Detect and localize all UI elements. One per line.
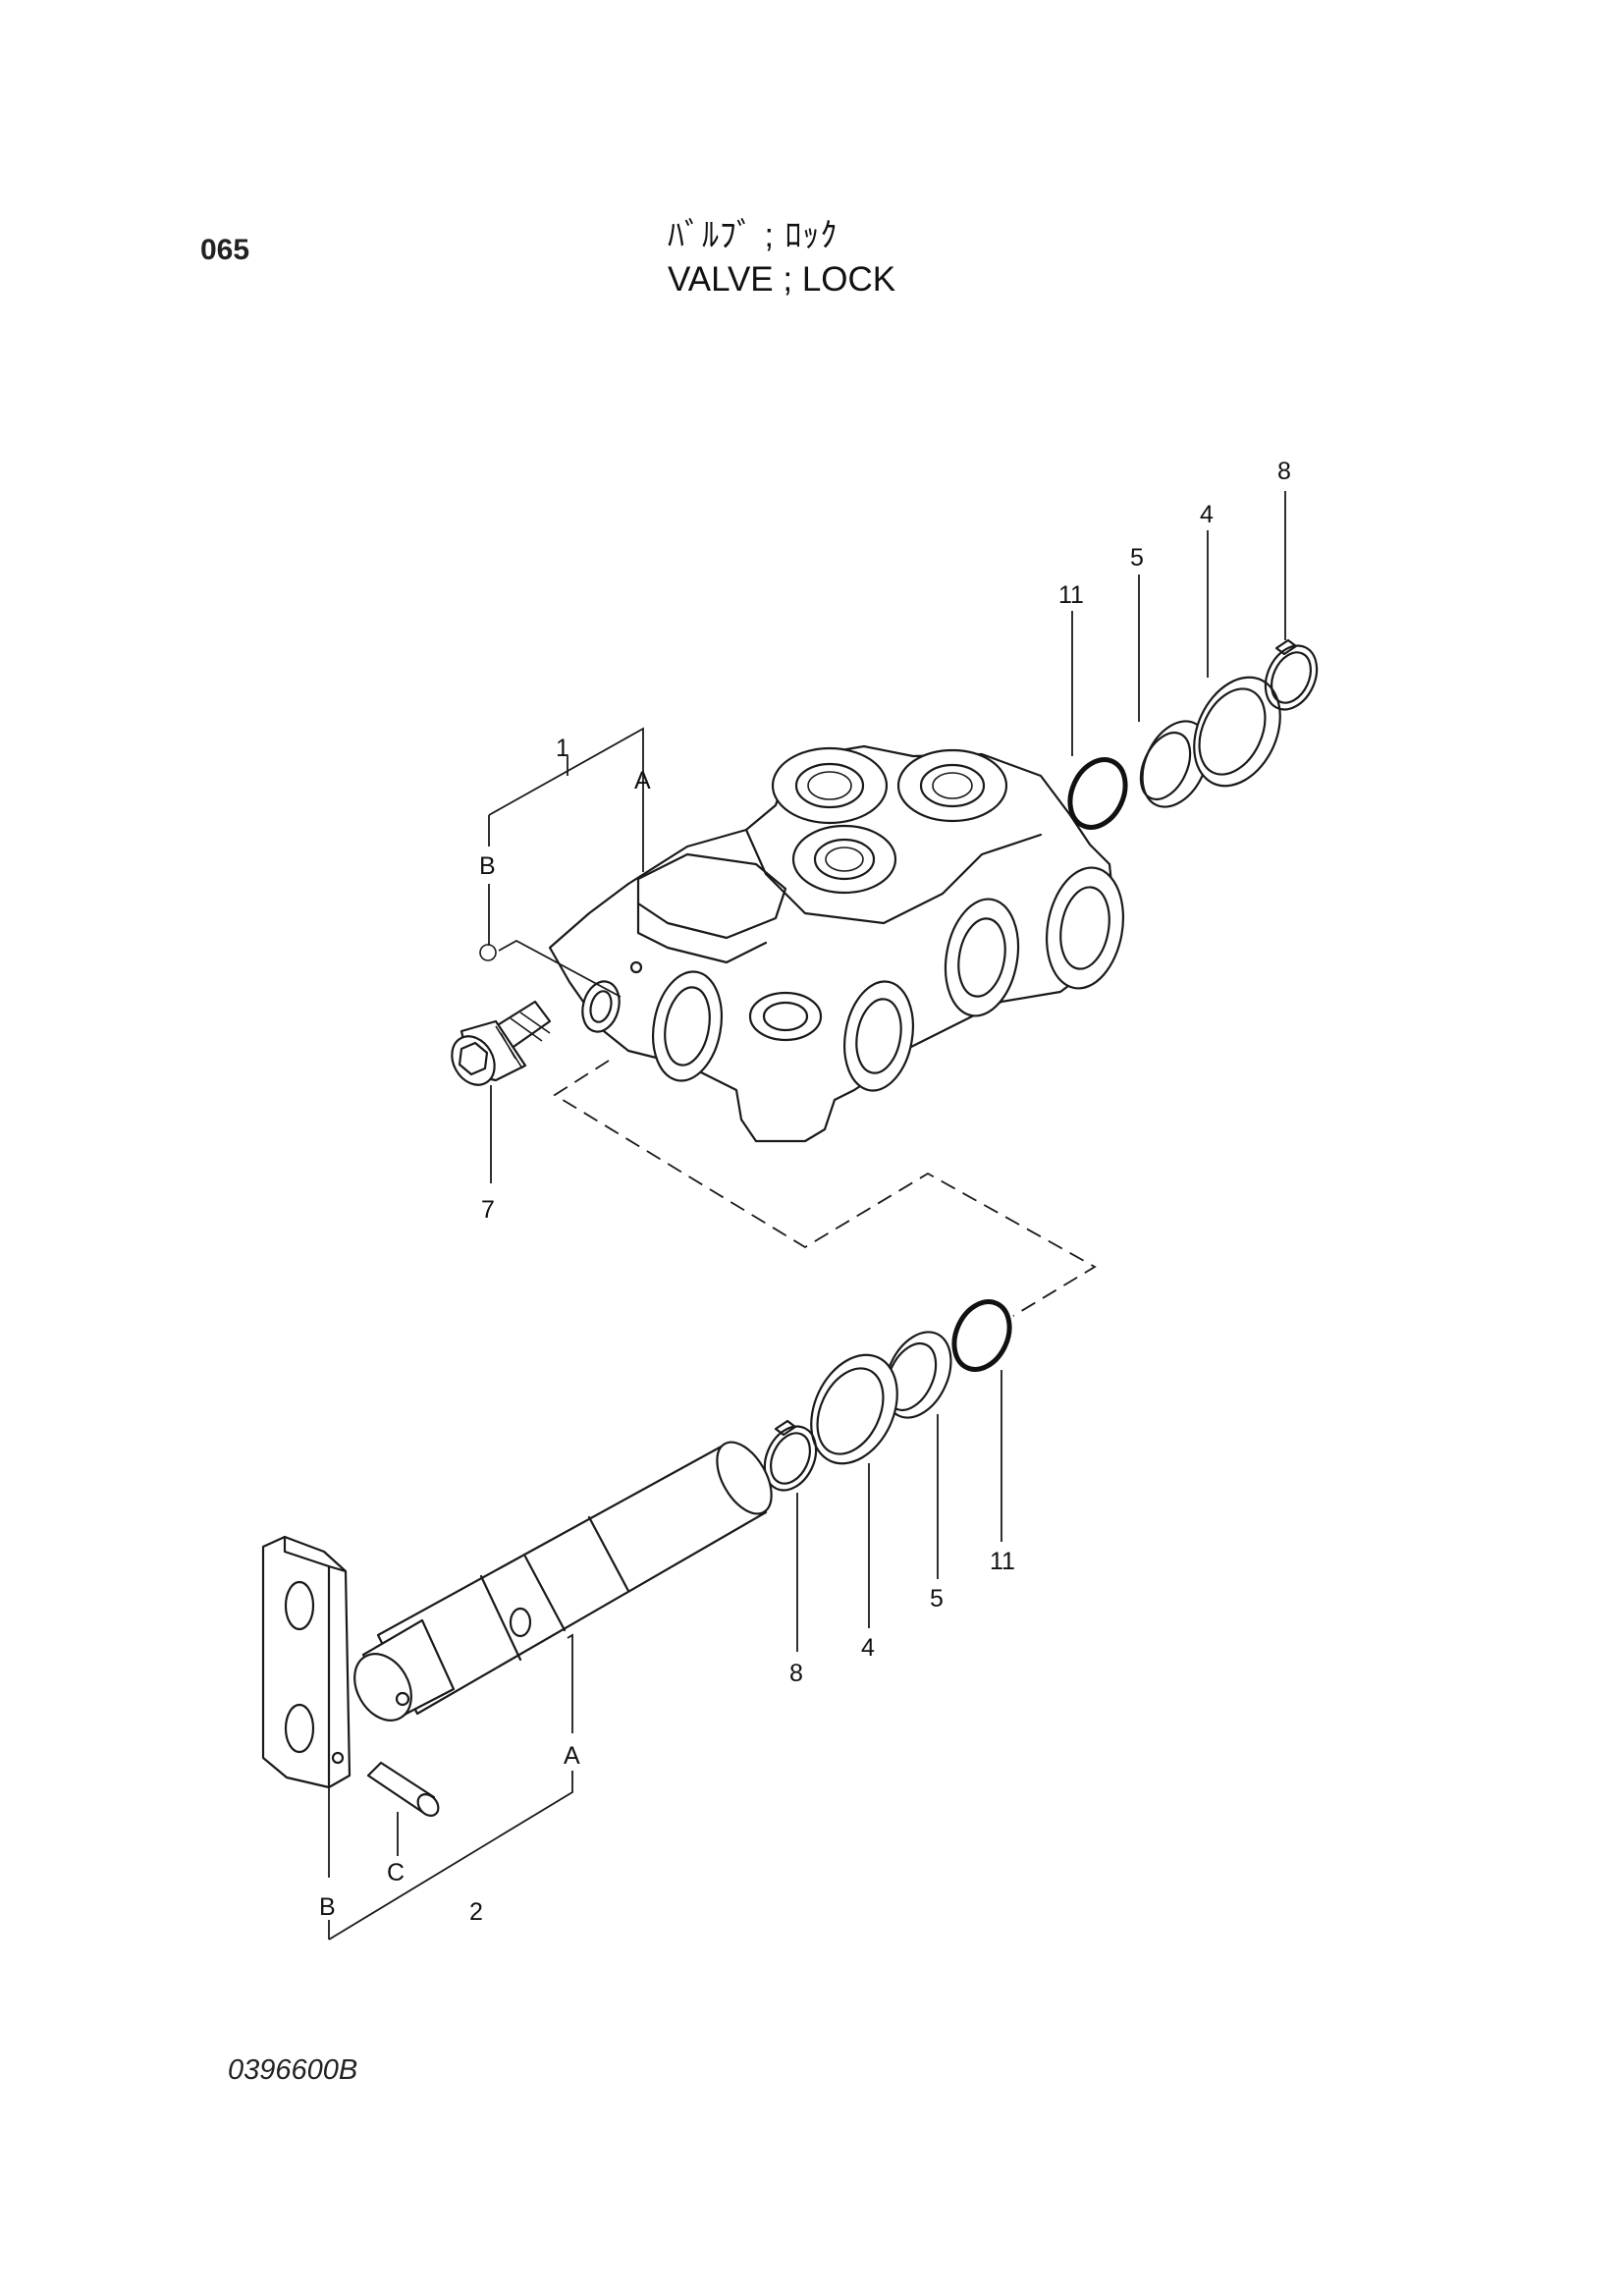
assembly-path-line: [553, 1060, 1097, 1317]
callout-b-top: B: [479, 852, 496, 880]
callout-4-top: 4: [1200, 501, 1214, 528]
leader-lines: [328, 491, 1286, 1941]
page-number: 065: [200, 234, 250, 266]
callout-8-top: 8: [1277, 458, 1291, 485]
title-japanese: ﾊﾞﾙﾌﾞ ; ﾛｯｸ: [668, 217, 839, 254]
socket-head-screw: [451, 1000, 552, 1086]
callout-c-bottom: C: [387, 1859, 405, 1886]
callout-5-top: 5: [1130, 544, 1144, 572]
callout-8-bottom: 8: [789, 1660, 803, 1687]
spring-pin: [366, 1761, 440, 1817]
callout-5-bottom: 5: [930, 1585, 944, 1613]
callout-a-bottom: A: [564, 1742, 580, 1770]
callout-11-bottom: 11: [990, 1548, 1015, 1575]
lever-plate: [261, 1535, 352, 1789]
lock-shaft: [353, 1441, 773, 1722]
bottom-seal-stack: [763, 1299, 1012, 1492]
callout-a-top: A: [634, 767, 651, 794]
top-seal-stack: [1067, 638, 1319, 830]
callout-1: 1: [556, 735, 569, 762]
callout-b-bottom: B: [319, 1893, 336, 1921]
callout-2: 2: [469, 1898, 483, 1926]
title-block: ﾊﾞﾙﾌﾞ ; ﾛｯｸ VALVE ; LOCK: [668, 214, 895, 302]
callout-labels: 1 A B 7 11 5 4 8 8 4 5 11 A C B 2: [319, 458, 1291, 1926]
valve-body: [548, 744, 1125, 1143]
callout-4-bottom: 4: [861, 1634, 875, 1662]
callout-11-top: 11: [1058, 581, 1084, 609]
title-english: VALVE ; LOCK: [668, 260, 896, 299]
callout-7: 7: [481, 1196, 495, 1224]
drawing-code: 0396600B: [228, 2054, 358, 2086]
